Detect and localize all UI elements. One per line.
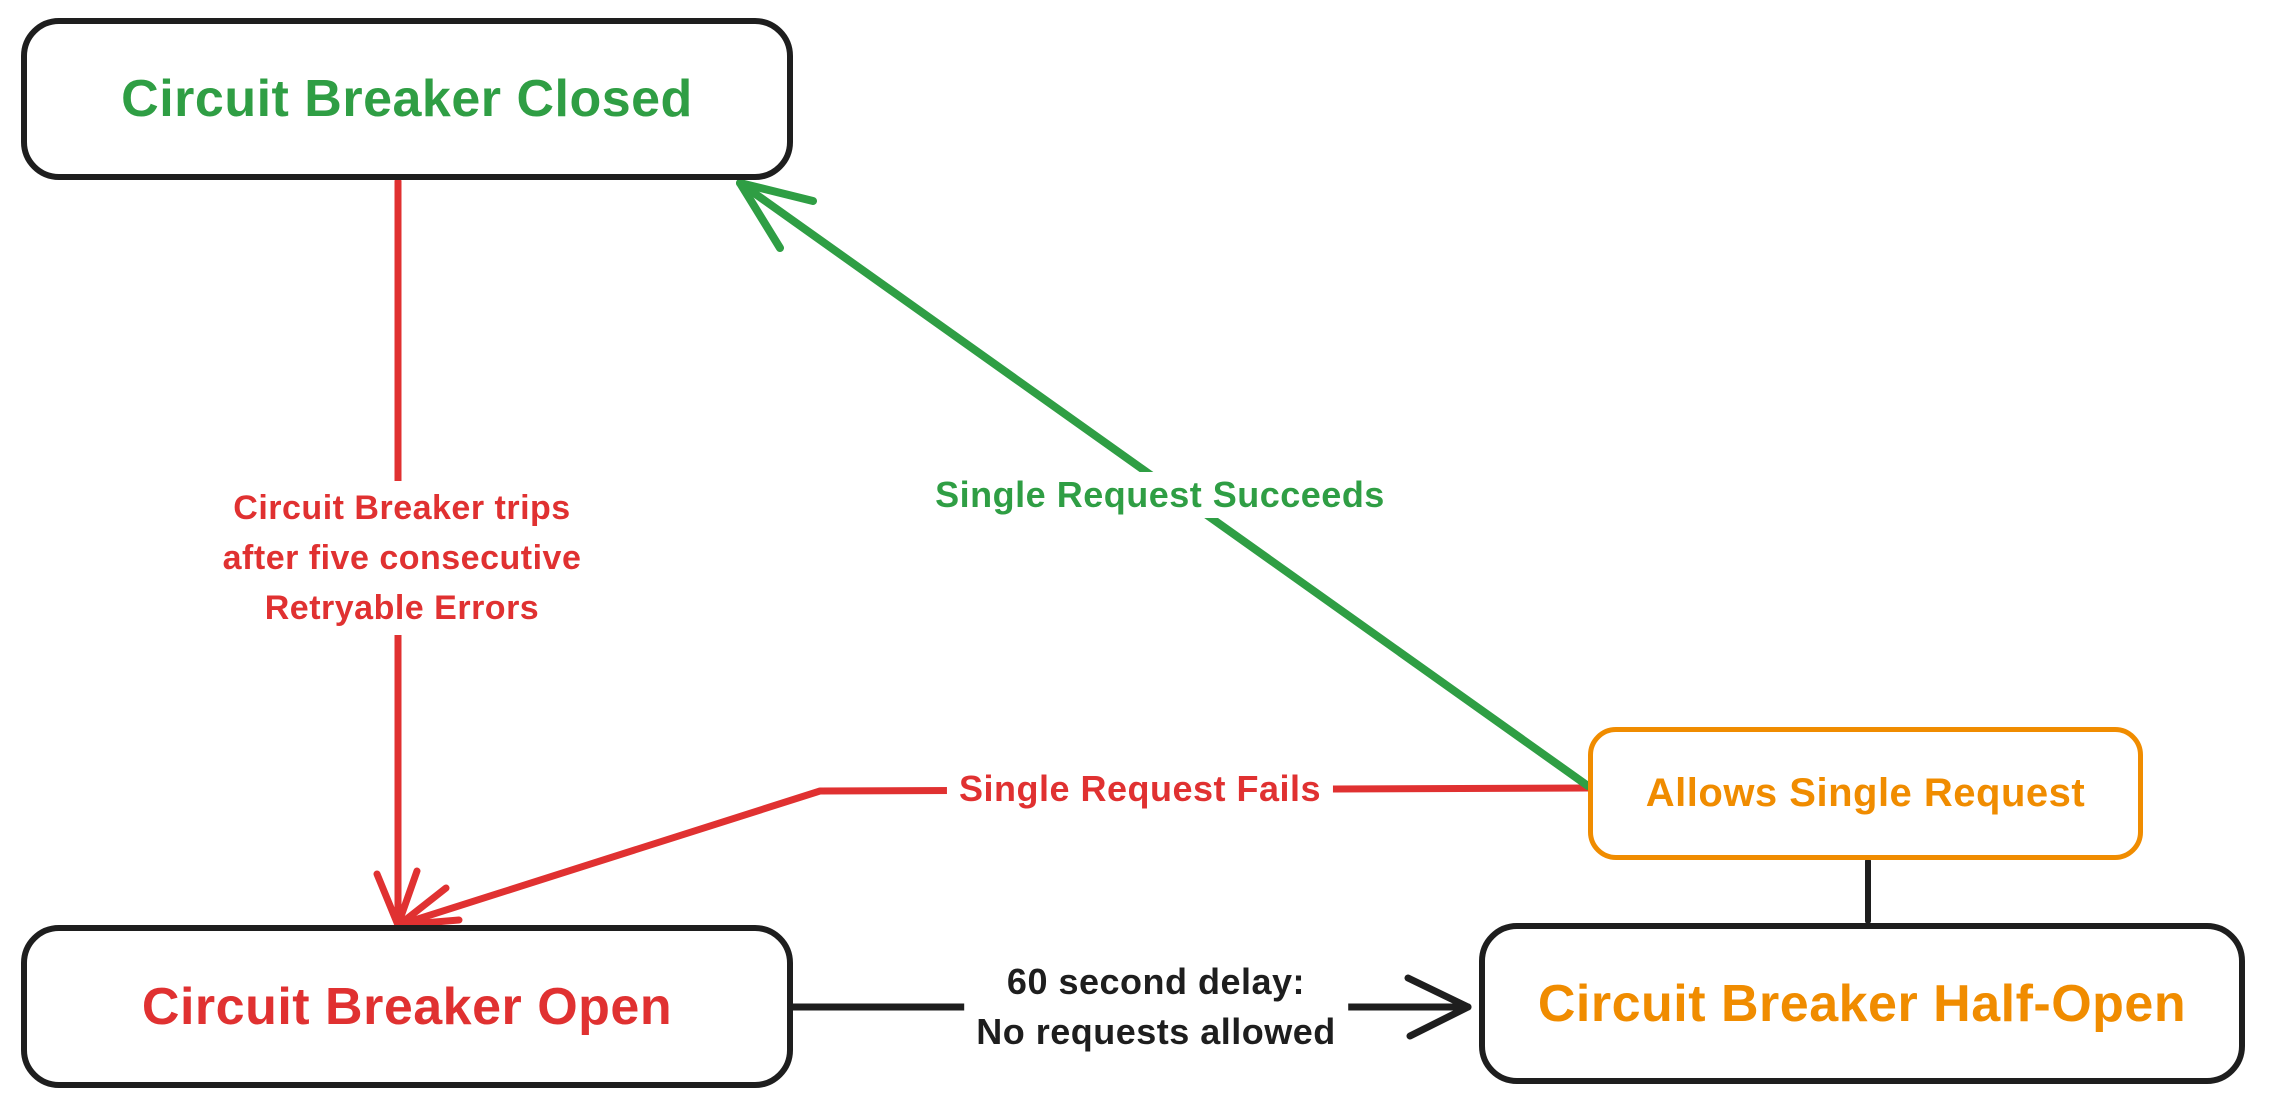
edge-label-delay-line1: 60 second delay:	[1006, 961, 1306, 1002]
node-circuit-breaker-closed: Circuit Breaker Closed	[21, 18, 793, 180]
edge-label-delay-line2: No requests allowed	[976, 1011, 1336, 1052]
edge-label-trips-line1: Circuit Breaker trips	[233, 489, 571, 527]
edge-label-trips: Circuit Breaker trips after five consecu…	[210, 481, 594, 635]
node-allows-single-request: Allows Single Request	[1588, 727, 2143, 860]
node-circuit-breaker-half-open: Circuit Breaker Half-Open	[1479, 923, 2245, 1084]
edge-label-trips-line3: Retryable Errors	[264, 589, 540, 627]
node-allows-single-request-label: Allows Single Request	[1645, 771, 2086, 815]
edge-label-succeeds: Single Request Succeeds	[923, 472, 1397, 518]
node-circuit-breaker-open-label: Circuit Breaker Open	[141, 977, 673, 1036]
node-circuit-breaker-half-open-label: Circuit Breaker Half-Open	[1537, 974, 2187, 1033]
node-circuit-breaker-closed-label: Circuit Breaker Closed	[121, 70, 693, 128]
node-circuit-breaker-open: Circuit Breaker Open	[21, 925, 793, 1088]
edge-label-delay: 60 second delay: No requests allowed	[964, 955, 1348, 1059]
edge-label-trips-line2: after five consecutive	[222, 539, 582, 577]
edge-label-fails: Single Request Fails	[946, 766, 1334, 812]
